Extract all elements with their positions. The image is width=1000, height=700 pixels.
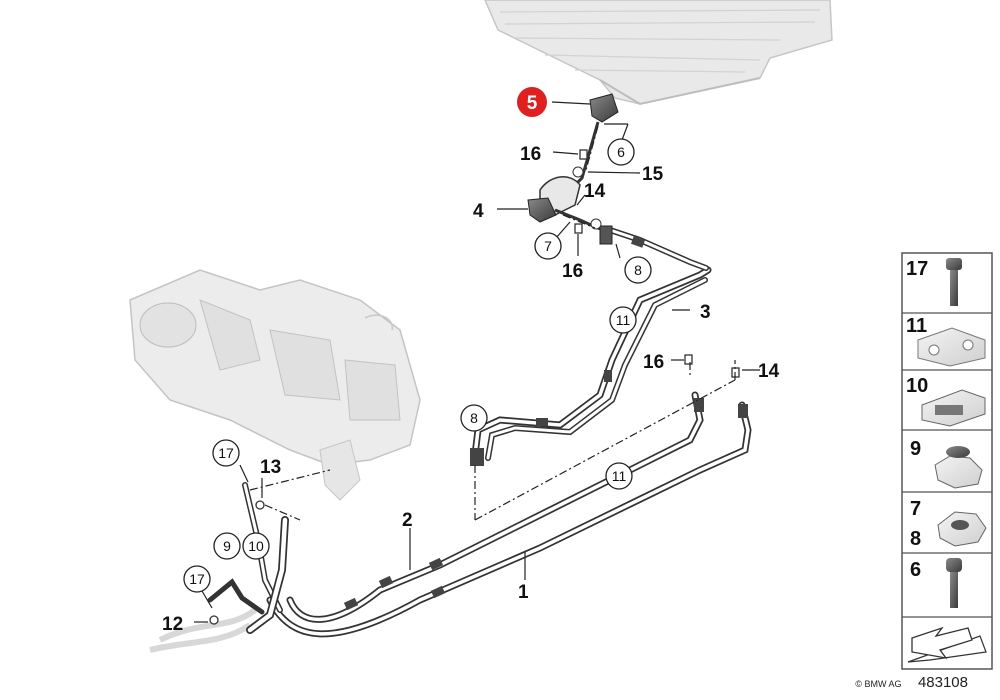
direction-arrow-icon	[907, 626, 987, 663]
hvac-unit	[129, 269, 421, 501]
callout-15[interactable]: 15	[642, 164, 664, 185]
callout-16-upper[interactable]: 16	[520, 144, 541, 165]
svg-text:11: 11	[616, 312, 631, 328]
callout-16-mid[interactable]: 16	[562, 261, 583, 282]
callout-5-label: 5	[527, 93, 538, 114]
panel-cell-7-8[interactable]: 7 8	[910, 498, 987, 550]
svg-text:9: 9	[910, 438, 921, 460]
svg-text:17: 17	[189, 571, 205, 587]
dash-dot-lines	[249, 125, 736, 521]
circled-callout-11-lower[interactable]: 11	[605, 462, 633, 490]
circled-callout-8-upper[interactable]: 8	[624, 256, 652, 284]
left-hose	[207, 482, 289, 634]
panel-cell-9[interactable]: 9	[910, 438, 983, 489]
callout-2[interactable]: 2	[402, 510, 413, 531]
lower-left-pipes	[149, 607, 257, 653]
svg-text:10: 10	[906, 375, 928, 397]
svg-text:17: 17	[218, 445, 234, 461]
callout-14-right[interactable]: 14	[758, 361, 780, 382]
callout-12[interactable]: 12	[162, 614, 183, 635]
coolant-line-2	[286, 391, 704, 623]
svg-text:8: 8	[910, 528, 921, 550]
circled-callout-11-upper[interactable]: 11	[609, 306, 637, 334]
upper-assembly	[527, 93, 619, 245]
svg-text:6: 6	[910, 559, 921, 581]
callout-1[interactable]: 1	[518, 582, 529, 603]
coolant-line-3	[471, 227, 712, 461]
circled-callout-10[interactable]: 10	[242, 532, 270, 560]
circled-callout-6[interactable]: 6	[607, 138, 635, 166]
callout-4[interactable]: 4	[473, 201, 484, 222]
copyright-text: © BMW AG	[855, 679, 902, 689]
circled-callout-17-upper[interactable]: 17	[212, 439, 240, 467]
circled-callout-7[interactable]: 7	[534, 232, 562, 260]
coolant-line-1	[266, 401, 752, 638]
svg-text:10: 10	[248, 538, 264, 554]
svg-text:6: 6	[617, 144, 625, 160]
callout-16-right[interactable]: 16	[643, 352, 664, 373]
panel-cell-17[interactable]: 17	[906, 258, 962, 306]
panel-cell-10[interactable]: 10	[906, 375, 986, 427]
circled-callout-9[interactable]: 9	[213, 532, 241, 560]
svg-text:8: 8	[470, 410, 478, 426]
svg-text:7: 7	[544, 238, 552, 254]
battery-housing	[484, 0, 833, 106]
diagram-number: 483108	[917, 674, 968, 691]
leader-lines	[194, 101, 760, 623]
footer: © BMW AG 483108	[855, 674, 968, 692]
callout-14-upper[interactable]: 14	[584, 181, 606, 202]
svg-text:9: 9	[223, 538, 231, 554]
parts-panel: 17 11 10 9 7 8	[901, 252, 993, 670]
callout-13[interactable]: 13	[260, 457, 281, 478]
panel-cell-11[interactable]: 11	[906, 315, 986, 367]
panel-cell-6[interactable]: 6	[910, 558, 962, 608]
circled-callout-8-lower[interactable]: 8	[460, 404, 488, 432]
svg-text:11: 11	[612, 468, 627, 484]
svg-text:17: 17	[906, 258, 928, 280]
circled-callout-17-lower[interactable]: 17	[183, 565, 211, 593]
svg-text:11: 11	[906, 315, 927, 337]
svg-text:8: 8	[634, 262, 642, 278]
callout-5-highlighted[interactable]: 5	[517, 87, 547, 117]
svg-text:7: 7	[910, 498, 921, 520]
line-clips	[343, 236, 748, 611]
callout-3[interactable]: 3	[700, 302, 711, 323]
